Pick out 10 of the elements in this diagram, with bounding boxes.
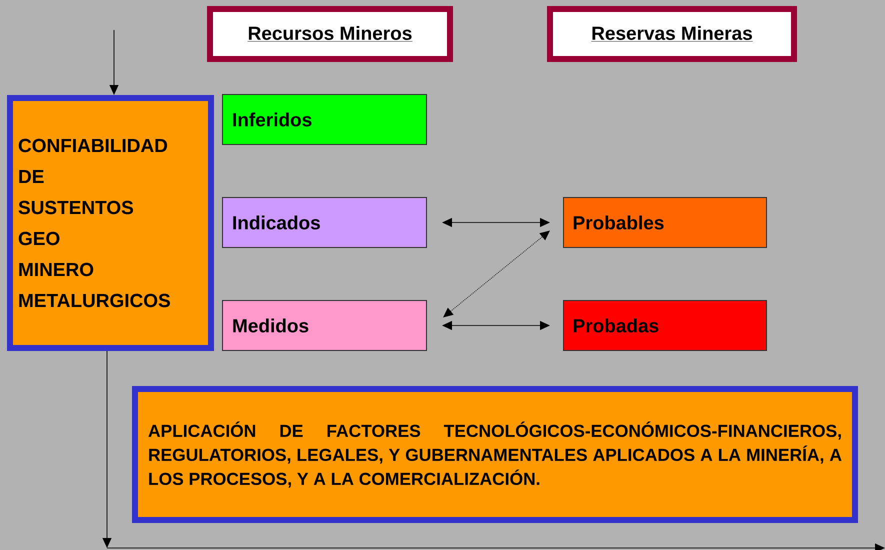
heading-box: Recursos Mineros bbox=[207, 6, 453, 62]
category-box: Probadas bbox=[563, 300, 767, 351]
description-box: APLICACIÓN DE FACTORES TECNOLÓGICOS-ECONÓMICOS-FINANCIEROS, REGULATORIOS, LEGALES, Y GUBERNAMENTALES APLICADOS A LA MINERÍA, A LOS PROCESOS, Y A LA COMERCIALIZACIÓN. bbox=[132, 386, 858, 523]
category-box: Medidos bbox=[222, 300, 427, 351]
category-box: Indicados bbox=[222, 197, 427, 248]
concept-box: CONFIABILIDAD DE SUSTENTOS GEO MINERO METALURGICOS bbox=[7, 95, 214, 351]
category-box: Probables bbox=[563, 197, 767, 248]
heading-box: Reservas Mineras bbox=[547, 6, 797, 62]
category-box: Inferidos bbox=[222, 94, 427, 145]
arrow bbox=[443, 230, 550, 318]
